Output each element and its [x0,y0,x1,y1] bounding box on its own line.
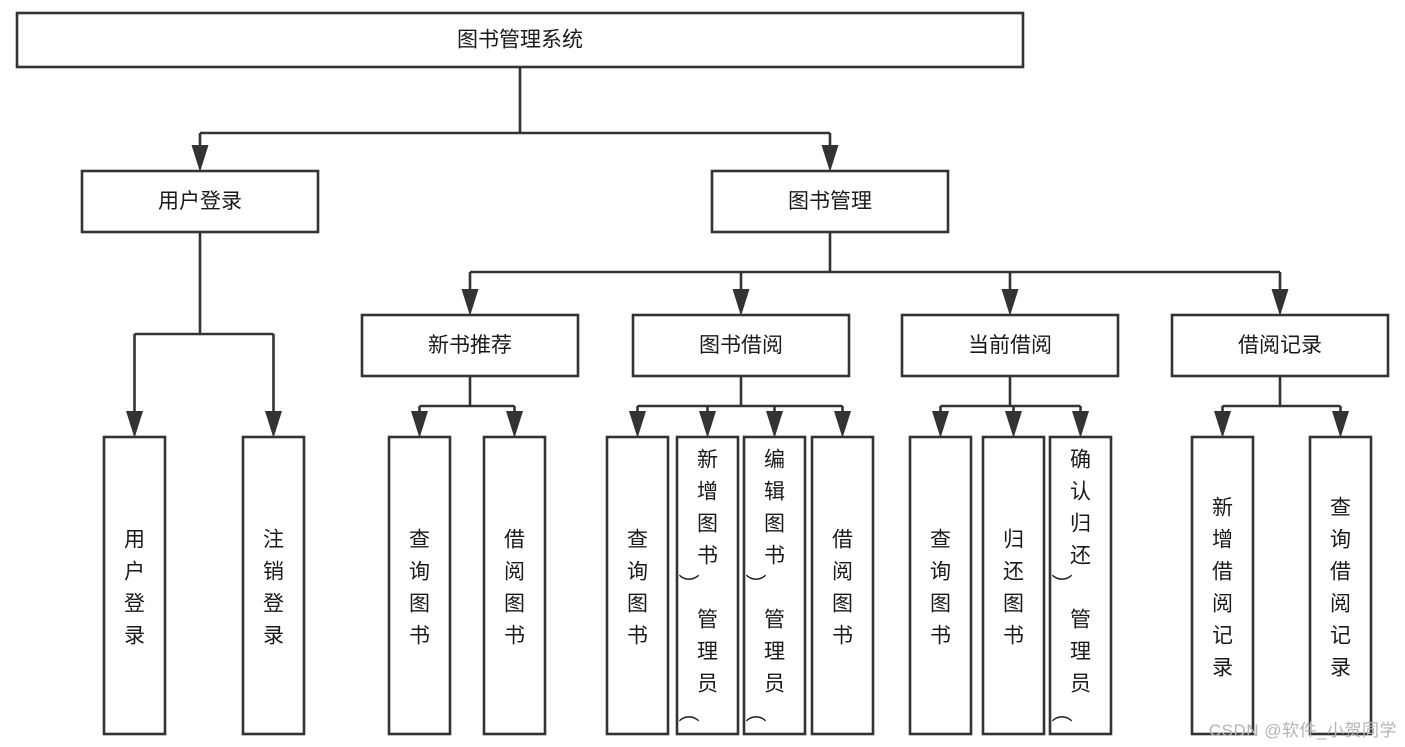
node-label-leaf-borrow-book-rec: 借阅图书 [504,528,525,647]
arrow-head-icon [699,411,716,438]
node-root[interactable]: 图书管理系统 [15,11,1025,69]
arrow-head-icon [191,145,209,172]
node-leaf-add-record[interactable]: 新增借阅记录 [1190,435,1255,736]
connector-layer [126,67,1349,438]
node-label-leaf-confirm-return: 确认归还（管理员） [1052,448,1091,722]
node-label-leaf-query-book-rec: 查询图书 [409,528,430,647]
node-box-book-borrow[interactable] [631,313,851,378]
node-label-root: 图书管理系统 [457,29,583,52]
connector-group-root [191,67,839,172]
node-box-book-management[interactable] [710,169,950,234]
node-label-leaf-user-login: 用户登录 [124,528,145,647]
node-label-book-management: 图书管理 [788,190,872,213]
arrow-head-icon [1001,289,1019,316]
node-leaf-confirm-return[interactable]: 确认归还（管理员） [1048,435,1113,736]
node-box-leaf-confirm-return[interactable] [1048,435,1113,736]
node-label-leaf-query-book-borrow: 查询图书 [627,528,648,647]
node-leaf-query-book-borrow[interactable]: 查询图书 [605,435,670,736]
node-box-leaf-query-book-current[interactable] [908,435,973,736]
arrow-head-icon [411,411,428,438]
arrow-head-icon [461,289,479,316]
node-leaf-query-book-current[interactable]: 查询图书 [908,435,973,736]
node-book-management[interactable]: 图书管理 [710,169,950,234]
node-label-leaf-borrow-book: 借阅图书 [832,528,853,647]
node-label-user-login: 用户登录 [158,190,242,213]
node-book-borrow[interactable]: 图书借阅 [631,313,851,378]
node-leaf-edit-book[interactable]: 编辑图书（管理员） [742,435,807,736]
node-label-current-borrow: 当前借阅 [968,334,1052,357]
arrow-head-icon [766,411,783,438]
node-box-user-login[interactable] [80,169,320,234]
node-leaf-add-book[interactable]: 新增图书（管理员） [675,435,740,736]
node-box-leaf-add-book[interactable] [675,435,740,736]
node-box-leaf-borrow-book-rec[interactable] [482,435,547,736]
node-label-leaf-add-book: 新增图书（管理员） [679,448,718,722]
connector-group-current-borrow [932,376,1089,438]
node-new-book-recommend[interactable]: 新书推荐 [360,313,580,378]
node-box-leaf-query-book-rec[interactable] [387,435,452,736]
connector-group-book-management [461,232,1289,316]
connector-group-user-login [126,232,282,438]
node-leaf-user-login[interactable]: 用户登录 [102,435,167,736]
arrow-head-icon [1214,411,1231,438]
arrow-head-icon [834,411,851,438]
arrow-head-icon [732,289,750,316]
arrow-head-icon [506,411,523,438]
node-label-leaf-query-record: 查询借阅记录 [1330,496,1351,679]
node-current-borrow[interactable]: 当前借阅 [900,313,1120,378]
arrow-head-icon [1332,411,1349,438]
node-label-borrow-record: 借阅记录 [1238,334,1322,357]
arrow-head-icon [265,411,282,438]
node-label-leaf-return-book: 归还图书 [1003,528,1024,647]
node-borrow-record[interactable]: 借阅记录 [1170,313,1390,378]
node-box-root[interactable] [15,11,1025,69]
connector-group-new-book-recommend [411,376,523,438]
node-label-leaf-logout: 注销登录 [263,528,284,647]
node-leaf-return-book[interactable]: 归还图书 [981,435,1046,736]
arrow-head-icon [629,411,646,438]
node-leaf-query-book-rec[interactable]: 查询图书 [387,435,452,736]
node-user-login[interactable]: 用户登录 [80,169,320,234]
node-layer: 图书管理系统用户登录图书管理新书推荐图书借阅当前借阅借阅记录用户登录注销登录查询… [15,11,1390,736]
node-box-leaf-logout[interactable] [241,435,306,736]
node-box-leaf-return-book[interactable] [981,435,1046,736]
connector-group-borrow-record [1214,376,1349,438]
connector-group-book-borrow [629,376,851,438]
node-label-book-borrow: 图书借阅 [699,334,783,357]
node-label-leaf-query-book-current: 查询图书 [930,528,951,647]
node-box-new-book-recommend[interactable] [360,313,580,378]
node-leaf-borrow-book[interactable]: 借阅图书 [810,435,875,736]
node-label-leaf-edit-book: 编辑图书（管理员） [746,448,785,722]
node-box-borrow-record[interactable] [1170,313,1390,378]
node-box-current-borrow[interactable] [900,313,1120,378]
node-leaf-borrow-book-rec[interactable]: 借阅图书 [482,435,547,736]
arrow-head-icon [821,145,839,172]
node-label-leaf-add-record: 新增借阅记录 [1212,496,1233,679]
node-box-leaf-query-book-borrow[interactable] [605,435,670,736]
node-box-leaf-borrow-book[interactable] [810,435,875,736]
node-box-leaf-query-record[interactable] [1308,435,1373,736]
arrow-head-icon [126,411,143,438]
arrow-head-icon [1005,411,1022,438]
node-box-leaf-user-login[interactable] [102,435,167,736]
arrow-head-icon [1271,289,1289,316]
node-leaf-logout[interactable]: 注销登录 [241,435,306,736]
arrow-head-icon [1072,411,1089,438]
node-label-new-book-recommend: 新书推荐 [428,334,512,357]
node-leaf-query-record[interactable]: 查询借阅记录 [1308,435,1373,736]
node-box-leaf-add-record[interactable] [1190,435,1255,736]
arrow-head-icon [932,411,949,438]
node-box-leaf-edit-book[interactable] [742,435,807,736]
